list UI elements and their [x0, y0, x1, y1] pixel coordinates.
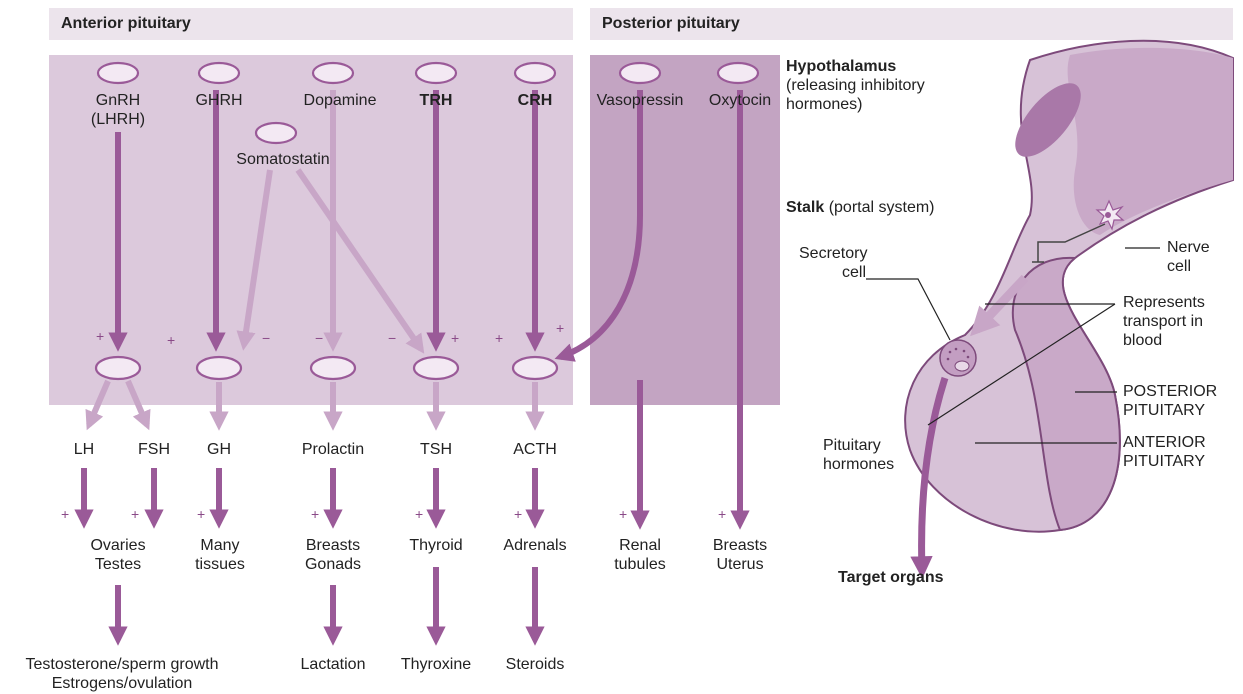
trh-label: TRH: [420, 91, 453, 110]
sign-renal-plus: +: [619, 506, 627, 522]
sign-uterus-plus: +: [718, 506, 726, 522]
sign-trh-plus: +: [451, 330, 459, 346]
dopamine-neuron: [313, 63, 353, 83]
vasopressin-label: Vasopressin: [597, 91, 684, 110]
gnrh-label: GnRH(LHRH): [91, 91, 145, 129]
crh-neuron: [515, 63, 555, 83]
stalk-label: Stalk (portal system): [786, 198, 935, 217]
sign-trh-minus: −: [388, 330, 396, 346]
lactotroph-cell: [311, 357, 355, 379]
hormone-arrows: [89, 381, 535, 425]
dopamine-label: Dopamine: [304, 91, 377, 110]
sign-thyroid-plus: +: [415, 506, 423, 522]
sign-adrenals-plus: +: [514, 506, 522, 522]
prolactin-label: Prolactin: [302, 440, 364, 459]
ghrh-label: GHRH: [195, 91, 242, 110]
sign-ovaries-plus: +: [61, 506, 69, 522]
sign-ghrh-plus: +: [167, 332, 175, 348]
gh-label: GH: [207, 440, 231, 459]
sign-dopamine-minus: −: [315, 330, 323, 346]
product-arrows: [118, 567, 535, 640]
tsh-label: TSH: [420, 440, 452, 459]
gnrh-neuron: [98, 63, 138, 83]
sign-gnrh-plus: +: [96, 328, 104, 344]
lh-label: LH: [74, 440, 94, 459]
oxytocin-label: Oxytocin: [709, 91, 771, 110]
sign-somatostatin-minus: −: [262, 330, 270, 346]
corticotroph-cell: [513, 357, 557, 379]
thyroxine-label: Thyroxine: [401, 655, 471, 674]
oxytocin-neuron: [718, 63, 758, 83]
gonadotroph-cell: [96, 357, 140, 379]
vasopressin-neuron: [620, 63, 660, 83]
somatostatin-label: Somatostatin: [236, 150, 329, 169]
ghrh-neuron: [199, 63, 239, 83]
somatostatin-neuron: [256, 123, 296, 143]
sign-tissues-plus: +: [197, 506, 205, 522]
thyrotroph-cell: [414, 357, 458, 379]
sign-crh-plus: +: [495, 330, 503, 346]
target-arrows: [84, 468, 535, 523]
somatotroph-cell: [197, 357, 241, 379]
hypothalamus-region: [1068, 48, 1233, 235]
trh-neuron: [416, 63, 456, 83]
pituitary-cells: [96, 357, 557, 379]
sign-vasopressin-plus: +: [556, 320, 564, 336]
sign-breasts-plus: +: [311, 506, 319, 522]
thyroid-label: Thyroid: [409, 536, 462, 555]
adrenals-label: Adrenals: [503, 536, 566, 555]
acth-label: ACTH: [513, 440, 557, 459]
target-organs-label: Target organs: [838, 568, 944, 587]
lactation-label: Lactation: [301, 655, 366, 674]
crh-label: CRH: [518, 91, 553, 110]
steroids-label: Steroids: [506, 655, 565, 674]
sign-testes-plus: +: [131, 506, 139, 522]
fsh-label: FSH: [138, 440, 170, 459]
